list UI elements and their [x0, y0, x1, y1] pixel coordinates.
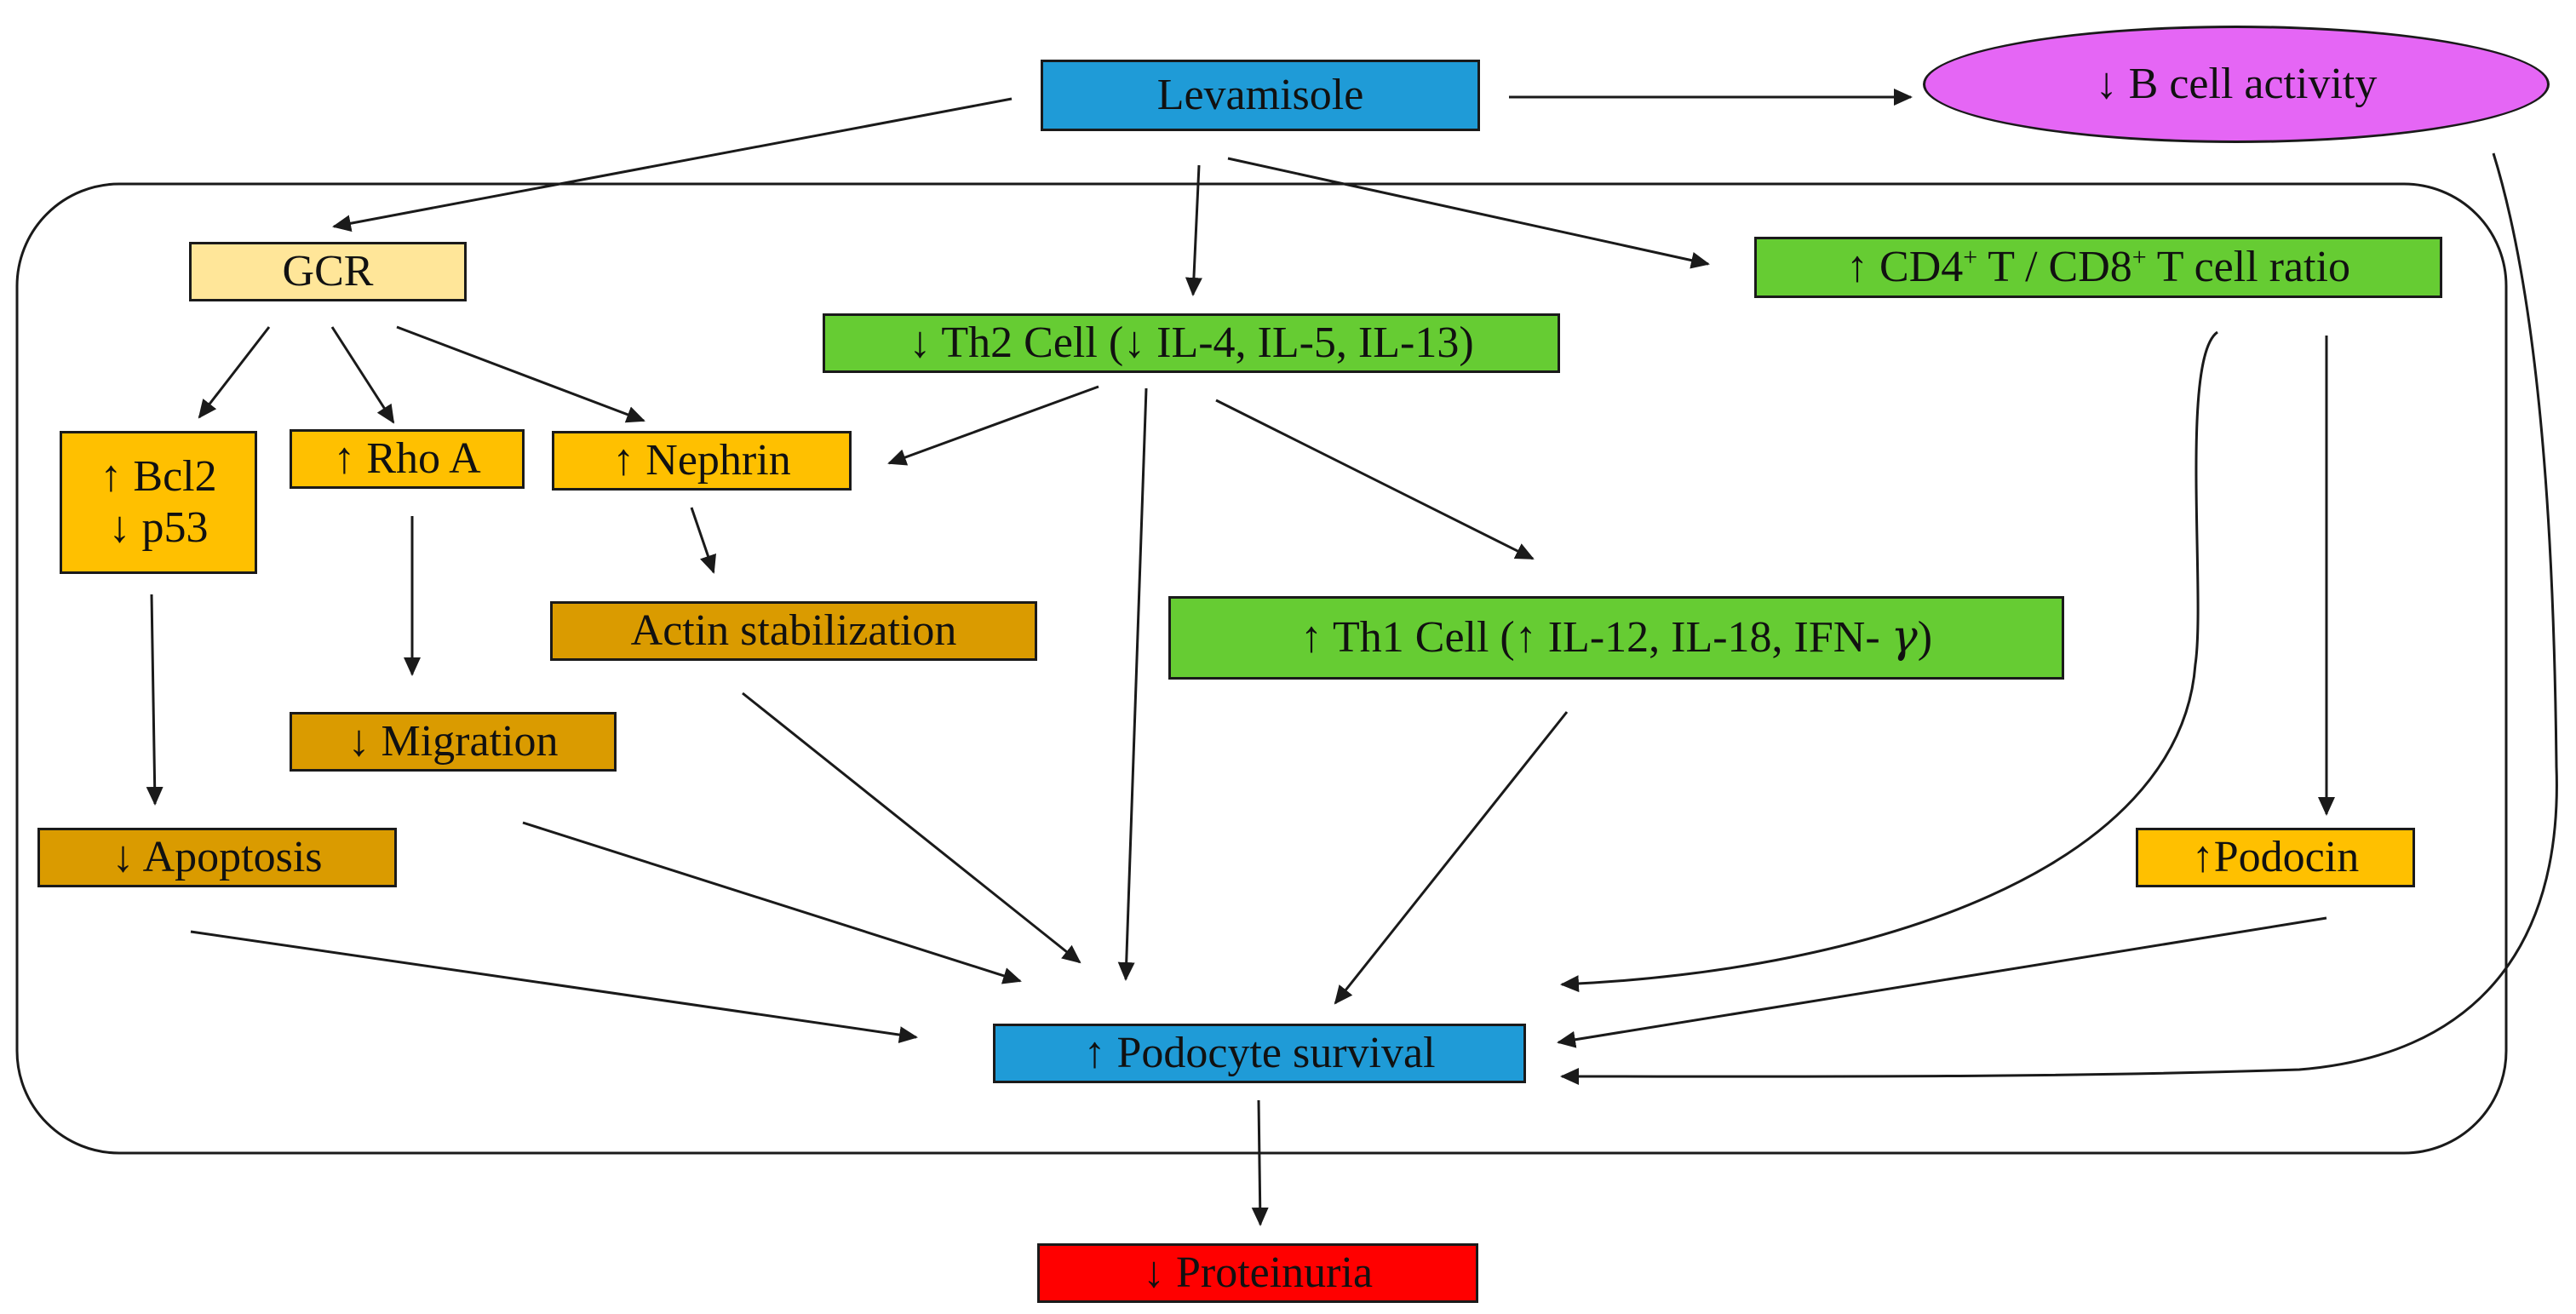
node-podocyte-survival-label: ↑ Podocyte survival: [1083, 1029, 1436, 1078]
arrow-nephrin-to-actin: [690, 507, 716, 574]
arrow-th1-to-survival: [1334, 711, 1569, 1005]
node-p53-label: ↓ p53: [108, 503, 209, 552]
node-actin-stabilization: Actin stabilization: [550, 601, 1037, 661]
node-gcr-label: GCR: [282, 247, 374, 296]
container-frame: [15, 182, 2508, 1155]
node-podocin: ↑Podocin: [2136, 828, 2415, 887]
node-actin-stabilization-label: Actin stabilization: [630, 606, 957, 656]
arrow-th2-to-survival: [1117, 387, 1148, 981]
node-cd4-cd8-ratio-label: ↑ CD4+ T / CD8+ T cell ratio: [1846, 243, 2350, 292]
arrow-apoptosis-to-survival: [190, 930, 918, 1044]
node-b-cell-activity-label: ↓ B cell activity: [2095, 60, 2378, 109]
node-bcl2-label: ↑ Bcl2: [100, 452, 217, 502]
arrow-bcl2-to-apoptosis: [146, 594, 164, 806]
arrow-levamisole-to-th2: [1185, 164, 1202, 296]
arrow-migration-to-survival: [522, 821, 1022, 984]
node-proteinuria-label: ↓ Proteinuria: [1142, 1248, 1374, 1298]
arrow-levamisole-to-cd4cd8: [1227, 157, 1710, 269]
node-podocin-label: ↑Podocin: [2191, 833, 2360, 882]
node-bcl2-p53: ↑ Bcl2 ↓ p53: [60, 431, 257, 574]
arrow-gcr-to-bcl2: [198, 326, 271, 419]
arrow-actin-to-survival: [742, 691, 1081, 964]
node-nephrin: ↑ Nephrin: [552, 431, 852, 491]
node-rho-a-label: ↑ Rho A: [333, 434, 481, 484]
node-rho-a: ↑ Rho A: [290, 429, 525, 489]
node-apoptosis: ↓ Apoptosis: [37, 828, 397, 887]
node-b-cell-activity: ↓ B cell activity: [1923, 26, 2550, 143]
node-th1-cell-label: ↑ Th1 Cell (↑ IL-12, IL-18, IFN- γ): [1299, 611, 1933, 663]
arrow-gcr-to-nephrin: [396, 325, 645, 423]
arrow-bcell-to-survival: [1560, 152, 2558, 1086]
arrow-th2-to-nephrin: [887, 385, 1099, 466]
node-apoptosis-label: ↓ Apoptosis: [112, 833, 323, 882]
arrow-podocin-to-survival: [1557, 916, 2327, 1048]
arrow-survival-to-proteinuria: [1251, 1099, 1269, 1226]
node-cd4-cd8-ratio: ↑ CD4+ T / CD8+ T cell ratio: [1754, 237, 2442, 298]
arrow-levamisole-to-gcr: [332, 97, 1013, 232]
node-proteinuria: ↓ Proteinuria: [1037, 1243, 1478, 1303]
node-migration-label: ↓ Migration: [347, 717, 559, 766]
arrow-cd4cd8-to-survival: [1560, 330, 2218, 993]
arrow-gcr-to-rhoa: [330, 326, 395, 424]
node-gcr: GCR: [189, 242, 467, 301]
node-th1-cell: ↑ Th1 Cell (↑ IL-12, IL-18, IFN- γ): [1168, 596, 2064, 680]
node-levamisole: Levamisole: [1041, 60, 1480, 131]
node-th2-cell-label: ↓ Th2 Cell (↓ IL-4, IL-5, IL-13): [909, 318, 1474, 368]
node-podocyte-survival: ↑ Podocyte survival: [993, 1024, 1526, 1083]
node-nephrin-label: ↑ Nephrin: [612, 436, 791, 485]
node-levamisole-label: Levamisole: [1156, 71, 1364, 120]
node-th2-cell: ↓ Th2 Cell (↓ IL-4, IL-5, IL-13): [823, 313, 1560, 373]
arrow-th2-to-th1: [1215, 399, 1535, 560]
node-migration: ↓ Migration: [290, 712, 617, 772]
